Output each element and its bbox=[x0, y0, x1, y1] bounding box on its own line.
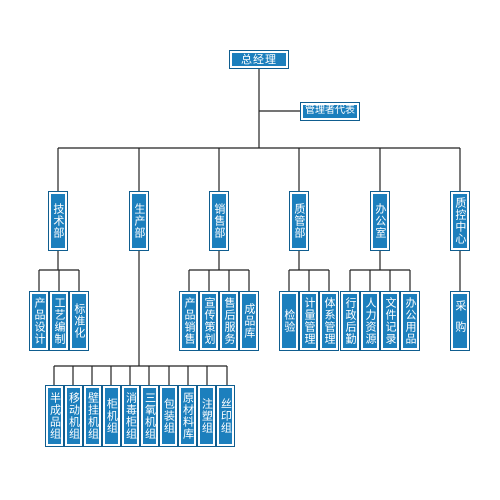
production-child-box: 三氧机组 bbox=[140, 385, 159, 447]
qc-center-child-box: 采购 bbox=[450, 291, 470, 351]
office-child-box: 人力资源 bbox=[360, 291, 380, 351]
production-child-box: 壁挂机组 bbox=[83, 385, 102, 447]
office-child-box: 行政后勤 bbox=[340, 291, 360, 351]
production-child-box: 包装组 bbox=[159, 385, 178, 447]
production-child-box: 丝印组 bbox=[216, 385, 235, 447]
production-child-box: 注塑组 bbox=[197, 385, 216, 447]
management-rep-box: 管理者代表 bbox=[300, 102, 360, 121]
production-child-box: 消毒柜组 bbox=[121, 385, 140, 447]
production-child-box: 半成品组 bbox=[45, 385, 64, 447]
dept-qc-center-box: 质控中心 bbox=[450, 191, 470, 251]
production-child-box: 移动机组 bbox=[64, 385, 83, 447]
dept-office-box: 办公室 bbox=[370, 191, 390, 251]
dept-sales-box: 销售部 bbox=[209, 191, 229, 251]
office-child-box: 办公用品 bbox=[400, 291, 420, 351]
office-child-box: 文件记录 bbox=[380, 291, 400, 351]
quality-child-box: 计量管理 bbox=[299, 291, 319, 351]
sales-child-box: 宣传策划 bbox=[199, 291, 219, 351]
dept-quality-box: 质管部 bbox=[289, 191, 309, 251]
quality-child-box: 检验 bbox=[279, 291, 299, 351]
dept-tech-box: 技术部 bbox=[48, 191, 68, 251]
tech-child-box: 产品设计 bbox=[29, 291, 49, 351]
sales-child-box: 售后服务 bbox=[219, 291, 239, 351]
tech-child-box: 工艺编制 bbox=[49, 291, 69, 351]
production-child-box: 原材料库 bbox=[178, 385, 197, 447]
sales-child-box: 成品库 bbox=[239, 291, 259, 351]
production-child-box: 柜机组 bbox=[102, 385, 121, 447]
sales-child-box: 产品销售 bbox=[179, 291, 199, 351]
dept-production-box: 生产部 bbox=[129, 191, 149, 251]
tech-child-box: 标准化 bbox=[69, 291, 89, 351]
ceo-box: 总经理 bbox=[229, 50, 289, 69]
quality-child-box: 体系管理 bbox=[319, 291, 339, 351]
